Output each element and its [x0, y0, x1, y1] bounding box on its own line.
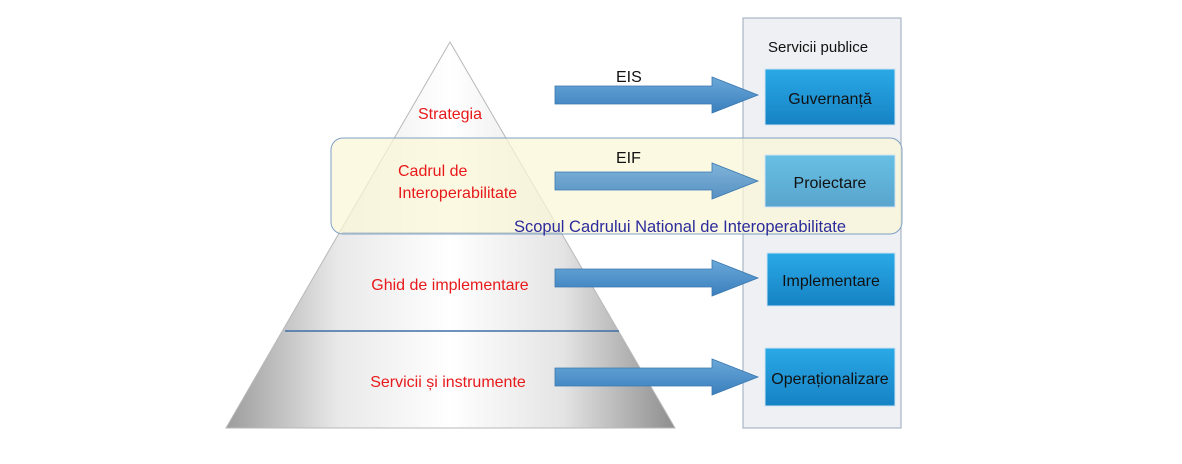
arrow-implementation-shape: [554, 259, 760, 297]
arrow-eis-shape: [554, 76, 760, 114]
service-box-implementation-bg: [766, 252, 896, 307]
service-box-design-label: Proiectare: [794, 175, 867, 192]
arrow-eif: EIF: [554, 150, 760, 200]
services-panel-title: Servicii publice: [768, 39, 868, 56]
pyramid-level-framework-line-1: Cadrul de: [398, 163, 467, 180]
service-box-design-bg: [764, 154, 896, 208]
arrow-eis-label: EIS: [616, 69, 642, 86]
pyramid-level-services-label: Servicii și instrumente: [370, 374, 526, 391]
service-box-operation-label: Operaționalizare: [771, 371, 889, 388]
pyramid-level-framework-line-2: Interoperabilitate: [398, 185, 517, 202]
arrow-eif-shape: [554, 162, 760, 200]
arrow-eif-label: EIF: [616, 150, 641, 167]
pyramid-level-strategy-label: Strategia: [418, 106, 482, 123]
service-box-governance-label: Guvernanță: [788, 91, 872, 108]
arrow-operation: [554, 358, 760, 396]
pyramid-level-framework-label: Cadrul de Interoperabilitate: [398, 163, 517, 202]
arrow-implementation: [554, 259, 760, 297]
service-box-operation-bg: [764, 347, 896, 407]
service-box-operation: Operaționalizare: [764, 347, 896, 407]
service-box-governance: Guvernanță: [764, 68, 896, 126]
service-box-design: Proiectare: [764, 154, 896, 208]
service-box-implementation: Implementare: [766, 252, 896, 307]
arrow-operation-shape: [554, 358, 760, 396]
service-box-governance-bg: [764, 68, 896, 126]
service-box-implementation-label: Implementare: [782, 273, 880, 290]
arrow-eis: EIS: [554, 69, 760, 114]
scope-band-caption: Scopul Cadrului National de Interoperabi…: [514, 218, 846, 236]
pyramid-level-guide-label: Ghid de implementare: [371, 277, 529, 294]
